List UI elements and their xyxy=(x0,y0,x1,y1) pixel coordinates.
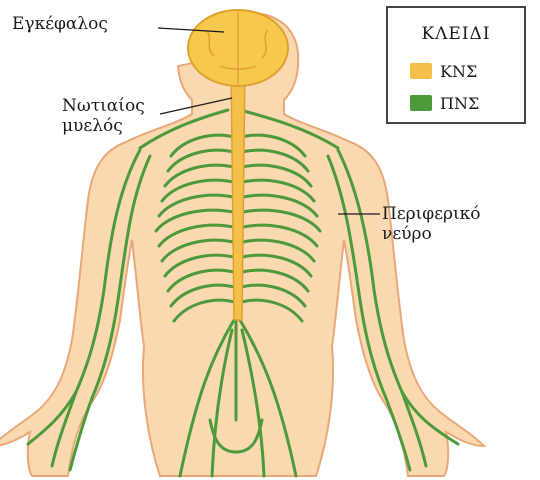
legend-swatch-pns xyxy=(410,95,432,111)
label-peripheral-nerve: Περιφερικό νεύρο xyxy=(382,204,481,244)
label-peripheral-nerve-line2: νεύρο xyxy=(382,224,481,244)
spinal-cord xyxy=(231,66,245,320)
label-brain: Εγκέφαλος xyxy=(12,14,108,34)
label-peripheral-nerve-line1: Περιφερικό xyxy=(382,204,481,224)
label-spinal-cord: Νωτιαίος μυελός xyxy=(62,96,145,136)
legend-item-pns: ΠΝΣ xyxy=(410,92,479,114)
legend-swatch-cns xyxy=(410,63,432,79)
label-brain-text: Εγκέφαλος xyxy=(12,14,108,34)
label-spinal-cord-line2: μυελός xyxy=(62,116,145,136)
legend-label-cns: ΚΝΣ xyxy=(440,62,477,81)
legend-title: ΚΛΕΙΔΙ xyxy=(388,24,524,44)
label-spinal-cord-line1: Νωτιαίος xyxy=(62,96,145,116)
legend-label-pns: ΠΝΣ xyxy=(440,94,479,113)
legend-box: ΚΛΕΙΔΙ ΚΝΣ ΠΝΣ xyxy=(386,6,526,124)
brain xyxy=(188,10,288,86)
legend-item-cns: ΚΝΣ xyxy=(410,60,477,82)
